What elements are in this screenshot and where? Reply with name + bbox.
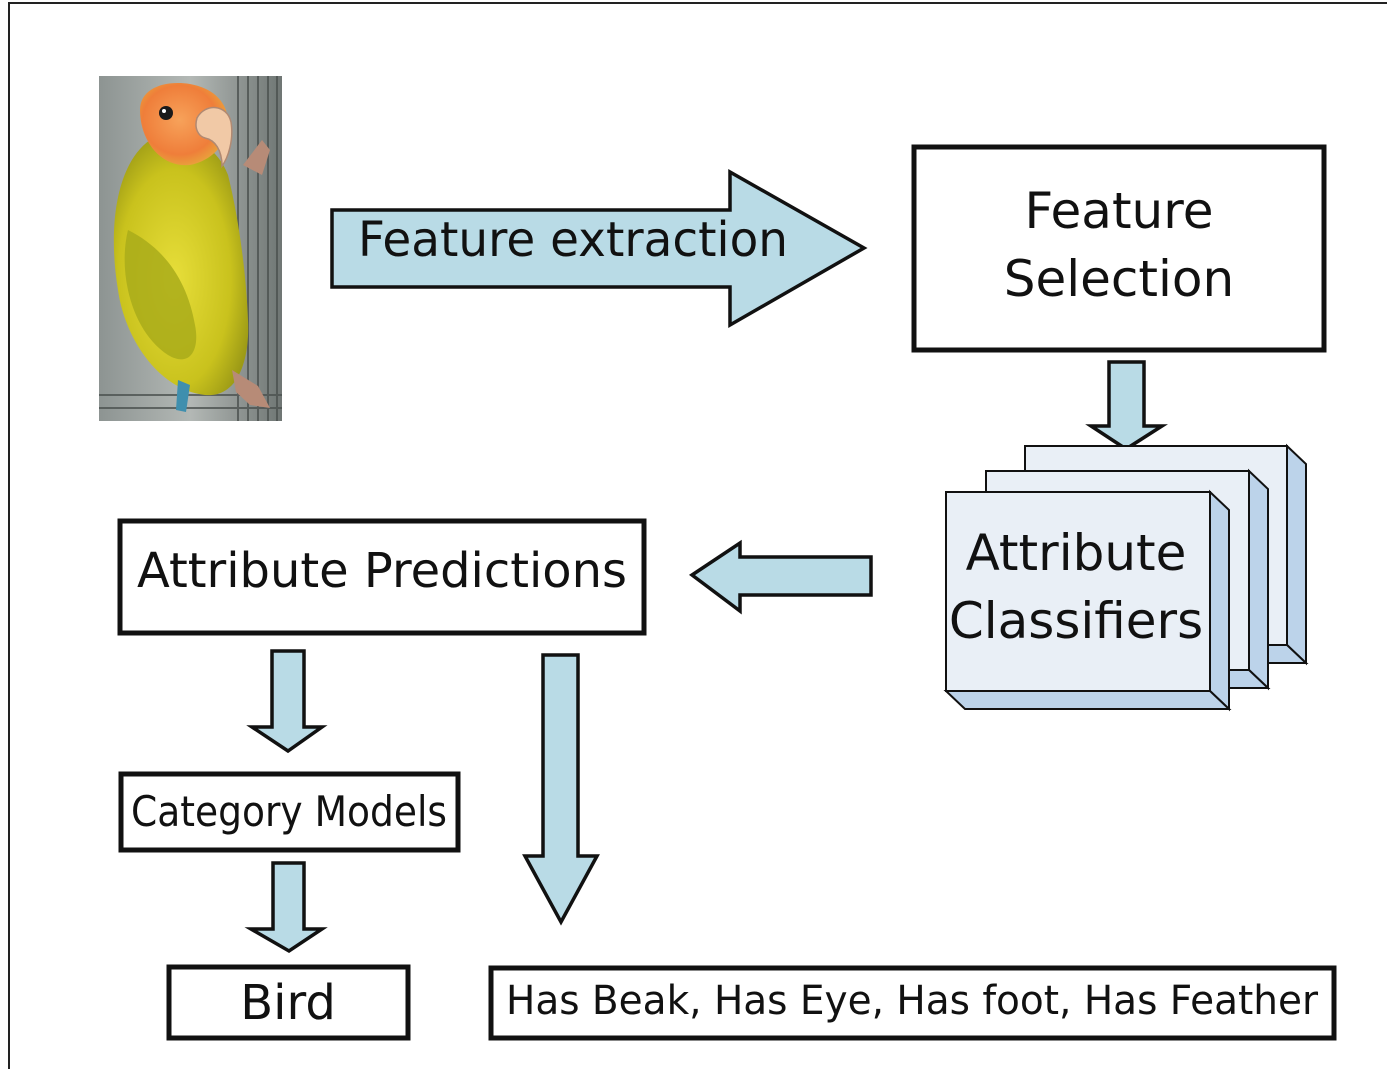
attribute-classifiers-label-line2: Classifiers [949, 592, 1203, 650]
parrot-photo [99, 76, 282, 421]
feature-extraction-arrow [330, 168, 868, 329]
bird-label: Bird [240, 975, 336, 1031]
feature-selection-label-line2: Selection [1004, 250, 1234, 308]
attribute-predictions-label: Attribute Predictions [137, 543, 627, 599]
classifiers-to-predictions-arrow [688, 539, 873, 615]
feature-selection-label-line1: Feature [1025, 182, 1214, 240]
category-models-box [118, 771, 461, 853]
feature-extraction-label: Feature extraction [358, 212, 788, 268]
attributes-output-label: Has Beak, Has Eye, Has foot, Has Feather [506, 978, 1319, 1024]
selection-to-classifiers-arrow [1085, 360, 1168, 452]
predictions-to-category-arrow [246, 649, 328, 754]
category-to-bird-arrow [244, 861, 328, 954]
classifier-card-front [943, 489, 1232, 712]
category-models-label: Category Models [131, 787, 447, 836]
attribute-classifiers-stack [943, 443, 1309, 712]
predictions-to-attributes-arrow [522, 653, 600, 926]
feature-selection-box [911, 144, 1327, 353]
bird-box [166, 964, 411, 1041]
figure-frame [8, 2, 1387, 1069]
attributes-output-box [488, 965, 1337, 1041]
attribute-classifiers-label-line1: Attribute [966, 524, 1187, 582]
attribute-predictions-box [117, 518, 647, 636]
